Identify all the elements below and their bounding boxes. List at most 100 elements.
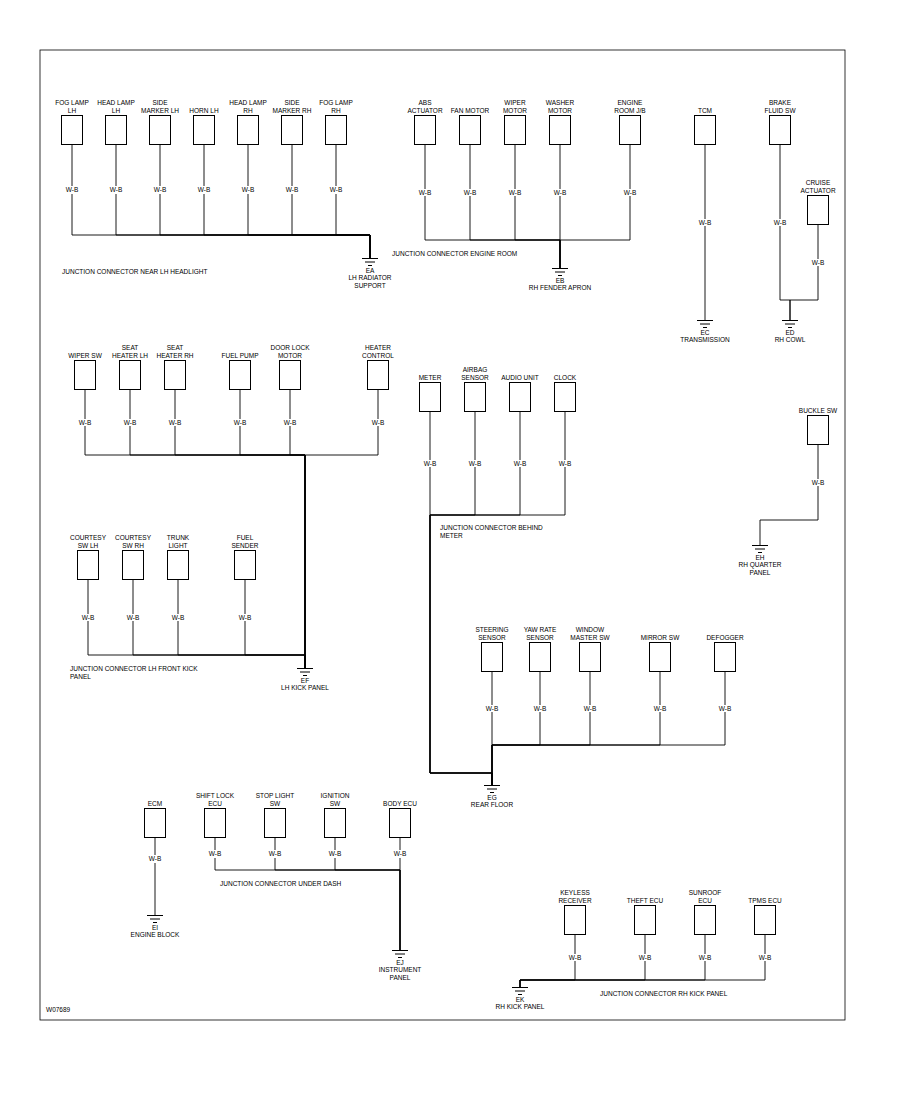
component-name: HEAD LAMP LH <box>96 99 136 114</box>
ground-location: RH QUARTER PANEL <box>728 561 792 576</box>
wire-color: W-B <box>468 460 483 467</box>
ground-wire <box>520 935 765 987</box>
connector-box <box>509 382 531 412</box>
component-box: HORN LH <box>184 107 224 145</box>
connector-box <box>193 115 215 145</box>
wire-color: W-B <box>78 419 93 426</box>
ground-wire <box>130 390 305 668</box>
ground-point: ECTRANSMISSION <box>675 320 735 344</box>
ground-point: EFLH KICK PANEL <box>275 668 335 692</box>
component-name: SIDE MARKER LH <box>140 99 180 114</box>
wire-color: W-B <box>153 186 168 193</box>
ground-wire <box>72 145 370 258</box>
component-name: YAW RATE SENSOR <box>520 626 560 641</box>
component-name: DOOR LOCK MOTOR <box>270 344 310 359</box>
ground-symbol <box>552 268 568 277</box>
ground-wire <box>335 838 400 950</box>
connector-box <box>414 115 436 145</box>
component-box: STEERING SENSOR <box>472 626 512 672</box>
wire-color: W-B <box>583 705 598 712</box>
wire-color: W-B <box>329 186 344 193</box>
component-box: ENGINE ROOM J/B <box>610 99 650 145</box>
component-box: FAN MOTOR <box>450 107 490 145</box>
connector-box <box>481 642 503 672</box>
wire-color: W-B <box>698 219 713 226</box>
wire-color: W-B <box>773 219 788 226</box>
component-box: SHIFT LOCK ECU <box>195 792 235 838</box>
component-name: SEAT HEATER RH <box>155 344 195 359</box>
connector-box <box>237 115 259 145</box>
wire-color: W-B <box>718 705 733 712</box>
ground-point: EBRH FENDER APRON <box>528 268 592 292</box>
ground-wire <box>133 580 305 668</box>
component-name: AIRBAG SENSOR <box>455 366 495 381</box>
ground-code: EJ <box>368 959 432 966</box>
connector-box <box>74 360 96 390</box>
ground-wire <box>178 580 305 668</box>
connector-box <box>164 360 186 390</box>
ground-code: EA <box>338 267 402 274</box>
ground-wire <box>275 838 400 950</box>
component-box: SUNROOF ECU <box>685 889 725 935</box>
component-name: MIRROR SW <box>640 634 680 641</box>
component-box: FOG LAMP LH <box>52 99 92 145</box>
location-note: JUNCTION CONNECTOR UNDER DASH <box>220 880 360 888</box>
connector-box <box>459 115 481 145</box>
ground-wire <box>290 390 305 668</box>
component-name: SEAT HEATER LH <box>110 344 150 359</box>
connector-box <box>144 808 166 838</box>
component-box: HEATER CONTROL <box>358 344 398 390</box>
connector-box <box>279 360 301 390</box>
wire-color: W-B <box>148 855 163 862</box>
component-box: HEAD LAMP LH <box>96 99 136 145</box>
connector-box <box>649 642 671 672</box>
component-name: WIPER SW <box>65 352 105 359</box>
connector-box <box>807 415 829 445</box>
location-note: JUNCTION CONNECTOR BEHIND METER <box>440 524 560 540</box>
connector-box <box>61 115 83 145</box>
ground-symbol <box>697 320 713 329</box>
wire-color: W-B <box>553 189 568 196</box>
wire-color: W-B <box>508 189 523 196</box>
component-name: HEATER CONTROL <box>358 344 398 359</box>
ground-wire <box>116 145 370 258</box>
component-box: WIPER SW <box>65 352 105 390</box>
ground-wire <box>175 390 305 668</box>
connector-box <box>634 905 656 935</box>
component-name: COURTESY SW LH <box>68 534 108 549</box>
wire-color: W-B <box>126 614 141 621</box>
component-name: TCM <box>685 107 725 114</box>
ground-location: INSTRUMENT PANEL <box>368 966 432 981</box>
connector-box <box>549 115 571 145</box>
connector-box <box>367 360 389 390</box>
component-box: TPMS ECU <box>745 897 785 935</box>
component-box: SIDE MARKER RH <box>272 99 312 145</box>
component-box: SIDE MARKER LH <box>140 99 180 145</box>
component-name: CRUISE ACTUATOR <box>798 179 838 194</box>
wire-color: W-B <box>811 479 826 486</box>
ground-wire <box>705 145 706 320</box>
component-name: DEFOGGER <box>705 634 745 641</box>
connector-box <box>694 115 716 145</box>
wire-color: W-B <box>463 189 478 196</box>
component-box: STOP LIGHT SW <box>255 792 295 838</box>
component-box: COURTESY SW RH <box>113 534 153 580</box>
ground-symbol <box>752 545 768 554</box>
component-name: AUDIO UNIT <box>500 374 540 381</box>
ground-location: RH COWL <box>762 336 818 343</box>
connector-box <box>419 382 441 412</box>
ground-point: EKRH KICK PANEL <box>488 987 552 1011</box>
connector-box <box>325 115 347 145</box>
wire-color: W-B <box>485 705 500 712</box>
component-box: YAW RATE SENSOR <box>520 626 560 672</box>
connector-box <box>464 382 486 412</box>
ground-wire <box>85 390 305 668</box>
ground-wire <box>520 935 705 987</box>
location-note: JUNCTION CONNECTOR NEAR LH HEADLIGHT <box>62 268 212 276</box>
component-name: METER <box>410 374 450 381</box>
wire-color: W-B <box>123 419 138 426</box>
component-box: KEYLESS RECEIVER <box>555 889 595 935</box>
wire-color: W-B <box>653 705 668 712</box>
connector-box <box>769 115 791 145</box>
